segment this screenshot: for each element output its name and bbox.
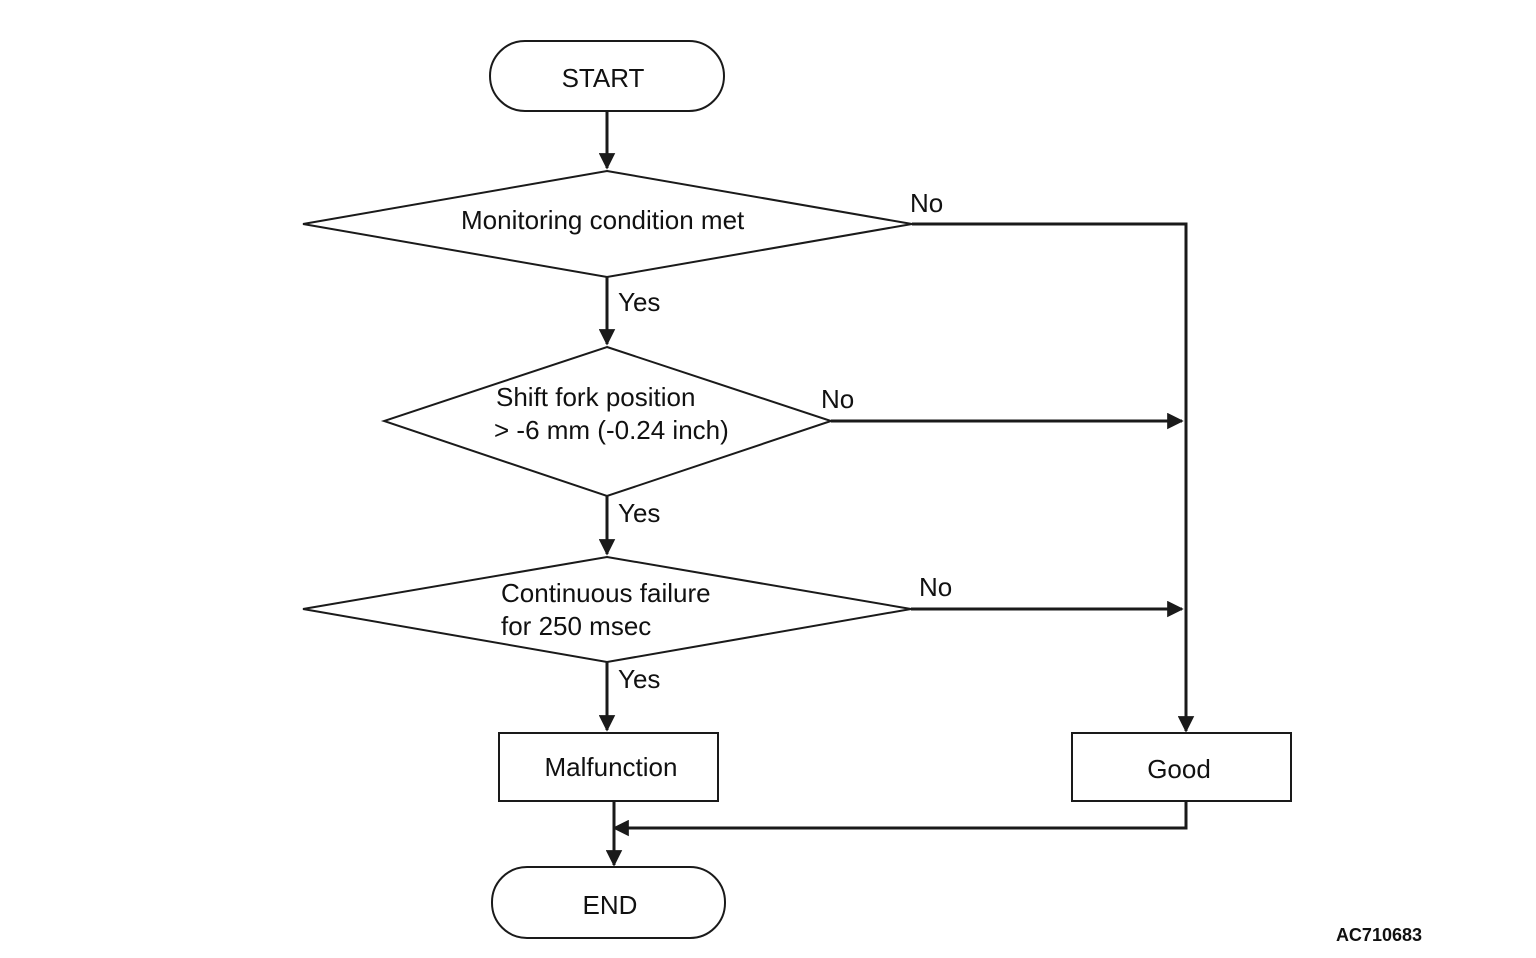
decision-2-no-label: No	[821, 384, 854, 414]
start-node: START	[489, 40, 725, 112]
decision-3-label-line-2: for 250 msec	[501, 611, 651, 641]
arrow-decision-1-no	[912, 222, 1195, 733]
figure-code: AC710683	[1336, 925, 1422, 945]
arrow-good-to-end	[612, 801, 1188, 837]
decision-1-no-label: No	[910, 188, 943, 218]
end-label: END	[583, 890, 638, 920]
end-node: END	[491, 866, 726, 939]
decision-2-yes-label: Yes	[618, 498, 660, 528]
decision-1-yes-label: Yes	[618, 287, 660, 317]
malfunction-node: Malfunction	[498, 732, 719, 802]
decision-3-yes-label: Yes	[618, 664, 660, 694]
decision-2-label-line-2: > -6 mm (-0.24 inch)	[494, 415, 729, 445]
decision-1-label: Monitoring condition met	[461, 205, 745, 235]
decision-monitoring-condition: Monitoring condition met	[302, 169, 913, 279]
start-label: START	[562, 63, 645, 93]
decision-3-label-line-1: Continuous failure	[501, 578, 711, 608]
malfunction-label: Malfunction	[545, 752, 678, 782]
decision-2-label-line-1: Shift fork position	[496, 382, 695, 412]
good-label: Good	[1147, 754, 1211, 784]
decision-continuous-failure: Continuous failure for 250 msec	[302, 555, 912, 664]
decision-shift-fork-position: Shift fork position > -6 mm (-0.24 inch)	[380, 345, 835, 498]
decision-3-no-label: No	[919, 572, 952, 602]
connectors	[598, 111, 1195, 867]
good-node: Good	[1071, 732, 1292, 802]
